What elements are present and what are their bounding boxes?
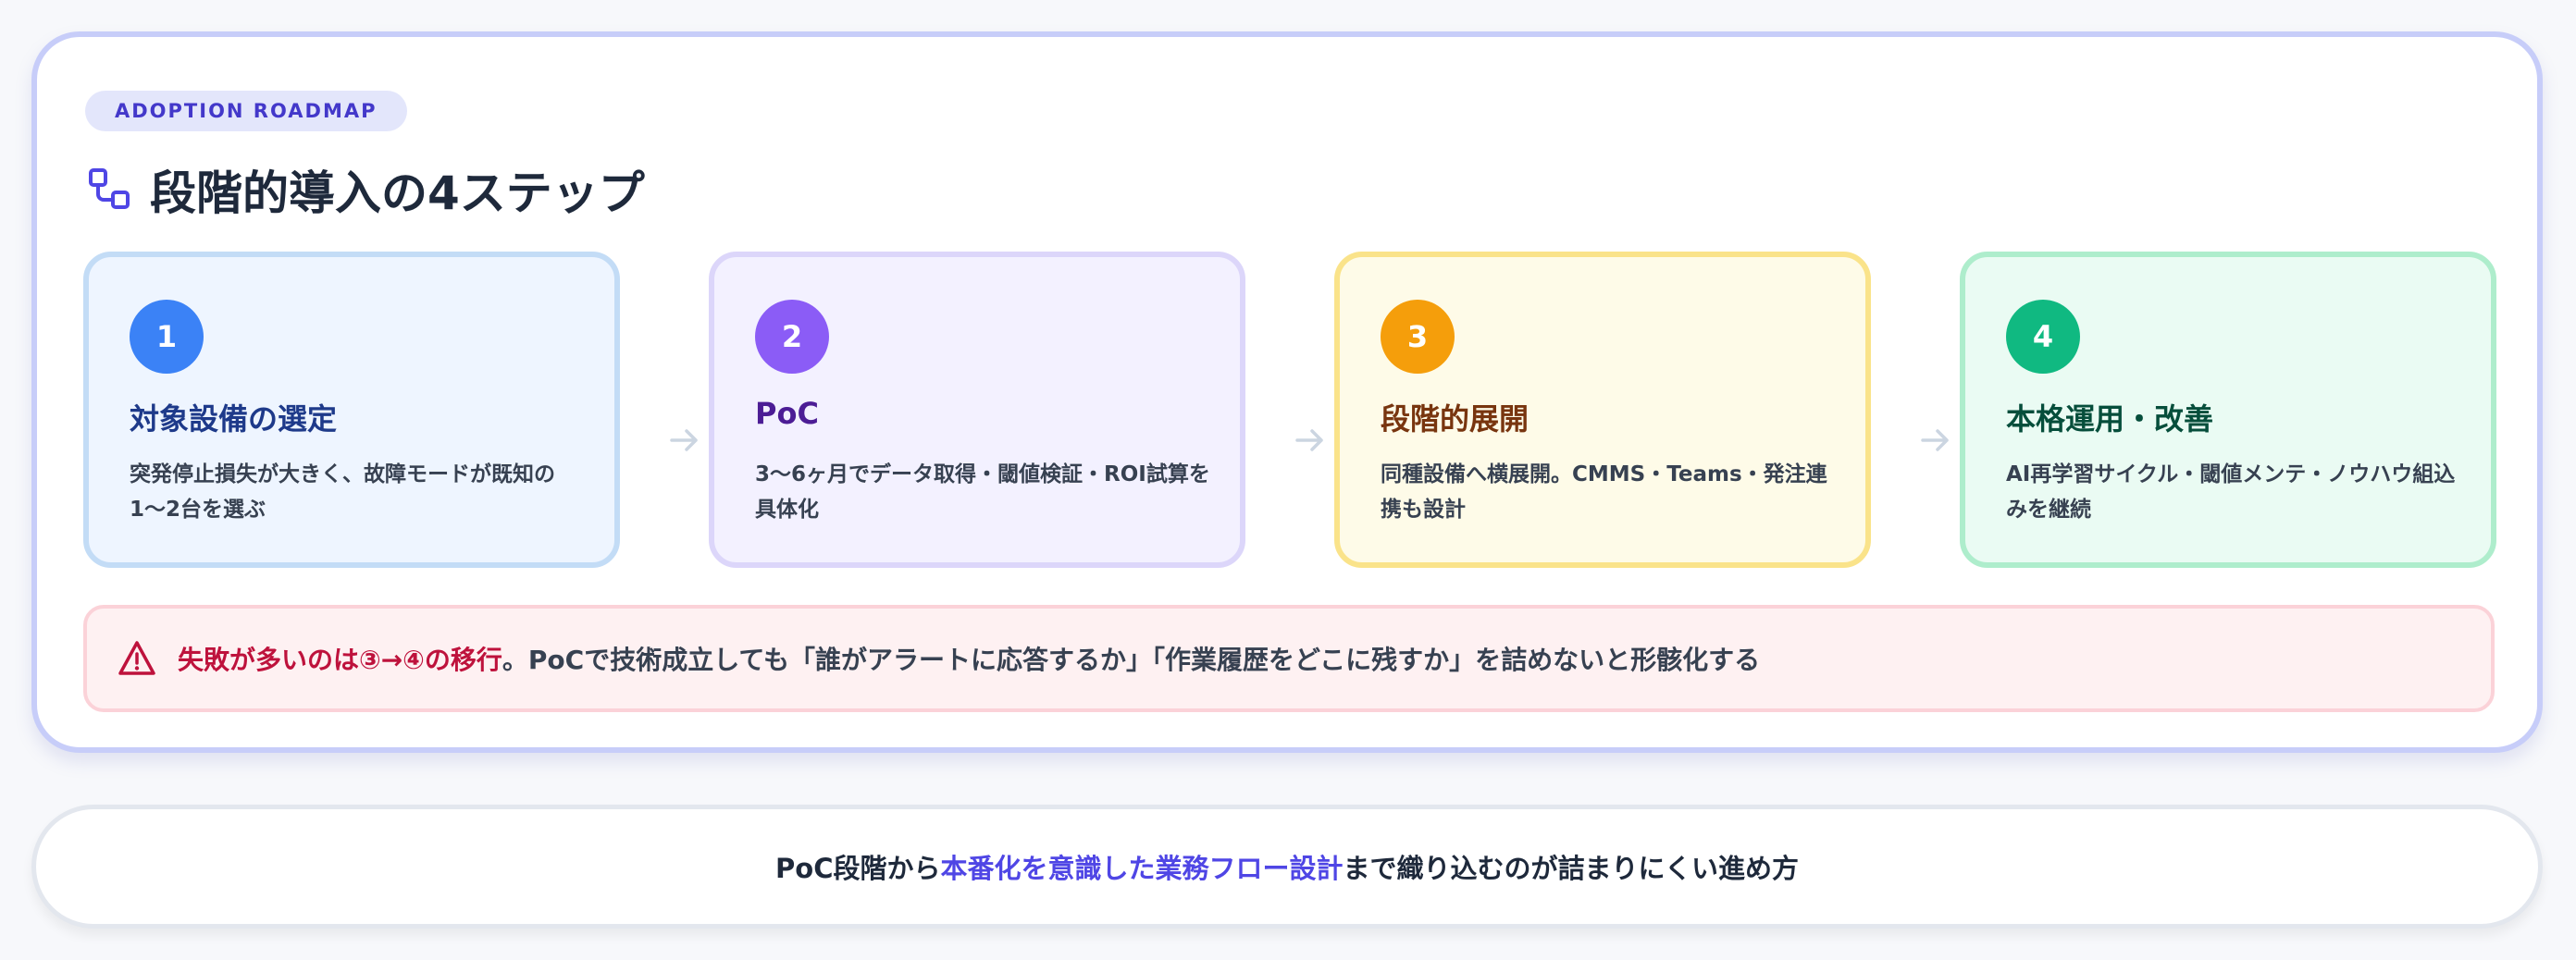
step-card-2: 2 PoC 3〜6ヶ月でデータ取得・閾値検証・ROI試算を具体化 xyxy=(709,252,1245,568)
step-number-badge: 1 xyxy=(130,300,204,374)
step-card-4: 4 本格運用・改善 AI再学習サイクル・閾値メンテ・ノウハウ組込みを継続 xyxy=(1960,252,2496,568)
arrow-right-icon xyxy=(1295,429,1323,451)
summary-suffix: まで織り込むのが詰まりにくい進め方 xyxy=(1343,853,1799,884)
step-number-badge: 4 xyxy=(2006,300,2080,374)
arrow-right-icon xyxy=(670,429,698,451)
step-description: 突発停止損失が大きく、故障モードが既知の1〜2台を選ぶ xyxy=(130,462,555,522)
step-description: AI再学習サイクル・閾値メンテ・ノウハウ組込みを継続 xyxy=(2006,462,2456,522)
step-number-badge: 3 xyxy=(1381,300,1455,374)
title-row: 段階的導入の4ステップ xyxy=(87,157,645,222)
section-badge: ADOPTION ROADMAP xyxy=(85,91,407,131)
step-card-3: 3 段階的展開 同種設備へ横展開。CMMS・Teams・発注連携も設計 xyxy=(1334,252,1871,568)
step-title: PoC xyxy=(755,396,819,431)
summary-prefix: PoC段階から xyxy=(775,853,941,884)
summary-banner: PoC段階から本番化を意識した業務フロー設計まで織り込むのが詰まりにくい進め方 xyxy=(31,805,2543,929)
step-title: 段階的展開 xyxy=(1381,401,1530,437)
summary-accent: 本番化を意識した業務フロー設計 xyxy=(940,853,1344,884)
step-title: 対象設備の選定 xyxy=(130,401,338,437)
arrow-right-icon xyxy=(1921,429,1949,451)
page-title: 段階的導入の4ステップ xyxy=(150,166,645,220)
step-description: 3〜6ヶ月でデータ取得・閾値検証・ROI試算を具体化 xyxy=(755,462,1210,522)
step-description: 同種設備へ横展開。CMMS・Teams・発注連携も設計 xyxy=(1381,462,1827,522)
warning-callout: 失敗が多いのは③→④の移行。PoCで技術成立しても「誰がアラートに応答するか」「… xyxy=(83,605,2495,712)
workflow-icon xyxy=(89,168,130,209)
warning-triangle-icon xyxy=(118,641,155,675)
warning-emphasis: 失敗が多いのは③→④の移行 xyxy=(178,645,502,675)
step-title: 本格運用・改善 xyxy=(2006,401,2214,437)
step-number-badge: 2 xyxy=(755,300,829,374)
step-card-1: 1 対象設備の選定 突発停止損失が大きく、故障モードが既知の1〜2台を選ぶ xyxy=(83,252,620,568)
warning-text: 。PoCで技術成立しても「誰がアラートに応答するか」「作業履歴をどこに残すか」を… xyxy=(502,645,1761,675)
roadmap-card: ADOPTION ROADMAP 段階的導入の4ステップ 1 対象設備の選定 突… xyxy=(31,31,2543,753)
